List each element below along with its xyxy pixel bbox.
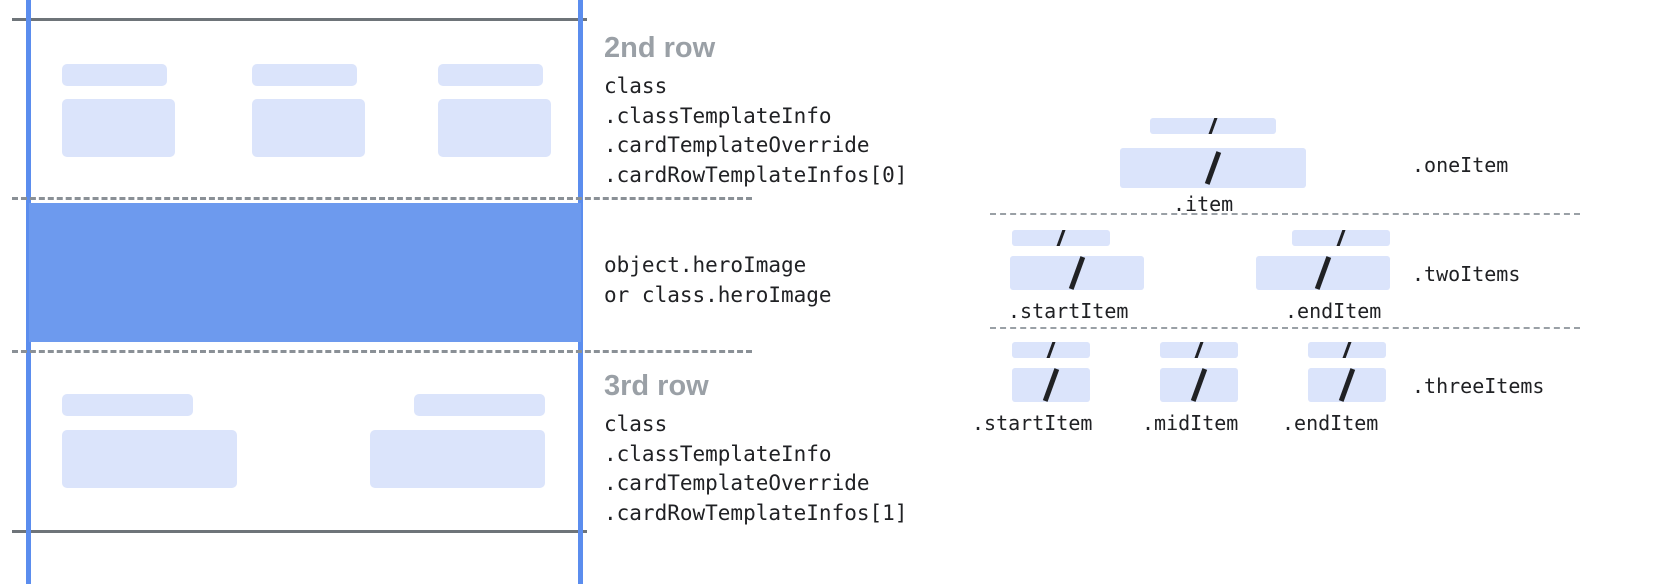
- hero-image-code-path: object.heroImage or class.heroImage: [604, 253, 832, 307]
- slash-icon: [1338, 368, 1356, 402]
- threeitems-end-chip-small: [1308, 342, 1386, 358]
- row2-code-path: class .classTemplateInfo .cardTemplateOv…: [604, 74, 908, 187]
- threeitems-caption-miditem: .midItem: [1142, 411, 1239, 435]
- card-template-diagram: [0, 0, 752, 584]
- oneitem-caption-item: .item: [1173, 192, 1234, 216]
- threeitems-mid-chip-big: [1160, 368, 1238, 402]
- group-separator-2: [990, 327, 1580, 329]
- threeitems-caption-enditem: .endItem: [1282, 411, 1379, 435]
- row2-placeholder-body-1: [62, 99, 175, 157]
- oneitem-chip-small: [1150, 118, 1276, 134]
- card-left-guide-line: [26, 0, 31, 584]
- twoitems-end-chip-small: [1292, 230, 1390, 246]
- slash-icon: [1068, 256, 1086, 290]
- slash-icon: [1190, 368, 1208, 402]
- item-layouts-diagram: .item .oneItem .startItem .endItem .twoI…: [960, 0, 1676, 584]
- slash-icon: [1314, 256, 1332, 290]
- twoitems-start-chip-big: [1010, 256, 1144, 290]
- twoitems-start-chip-small: [1012, 230, 1110, 246]
- row3-placeholder-title-2: [414, 394, 545, 416]
- slash-icon: [1042, 368, 1060, 402]
- row3-placeholder-body-2: [370, 430, 545, 488]
- slash-icon: [1056, 230, 1066, 246]
- slash-icon: [1336, 230, 1346, 246]
- row3-placeholder-title-1: [62, 394, 193, 416]
- row3-title: 3rd row: [604, 370, 709, 402]
- group-label-threeitems: .threeItems: [1412, 374, 1545, 398]
- slash-icon: [1342, 342, 1352, 358]
- group-label-twoitems: .twoItems: [1412, 262, 1521, 286]
- hero-top-dashed-rule: [12, 197, 752, 200]
- twoitems-end-chip-big: [1256, 256, 1390, 290]
- row2-placeholder-title-3: [438, 64, 543, 86]
- threeitems-end-chip-big: [1308, 368, 1386, 402]
- group-label-oneitem: .oneItem: [1412, 153, 1509, 177]
- row2-placeholder-body-2: [252, 99, 365, 157]
- slash-icon: [1046, 342, 1056, 358]
- threeitems-start-chip-small: [1012, 342, 1090, 358]
- row3-code-path: class .classTemplateInfo .cardTemplateOv…: [604, 412, 908, 525]
- oneitem-chip-big: [1120, 148, 1306, 188]
- slash-icon: [1204, 151, 1222, 185]
- row2-title: 2nd row: [604, 32, 716, 64]
- threeitems-caption-startitem: .startItem: [972, 411, 1093, 435]
- twoitems-caption-enditem: .endItem: [1285, 299, 1382, 323]
- row2-placeholder-title-2: [252, 64, 357, 86]
- threeitems-start-chip-big: [1012, 368, 1090, 402]
- slash-icon: [1194, 342, 1204, 358]
- card-top-rule: [12, 18, 587, 21]
- card-bottom-rule: [12, 530, 587, 533]
- group-separator-1: [990, 213, 1580, 215]
- row2-placeholder-body-3: [438, 99, 551, 157]
- row3-placeholder-body-1: [62, 430, 237, 488]
- hero-image-block: [29, 203, 581, 342]
- threeitems-mid-chip-small: [1160, 342, 1238, 358]
- slash-icon: [1208, 118, 1218, 134]
- hero-bottom-dashed-rule: [12, 350, 752, 353]
- row2-placeholder-title-1: [62, 64, 167, 86]
- twoitems-caption-startitem: .startItem: [1008, 299, 1129, 323]
